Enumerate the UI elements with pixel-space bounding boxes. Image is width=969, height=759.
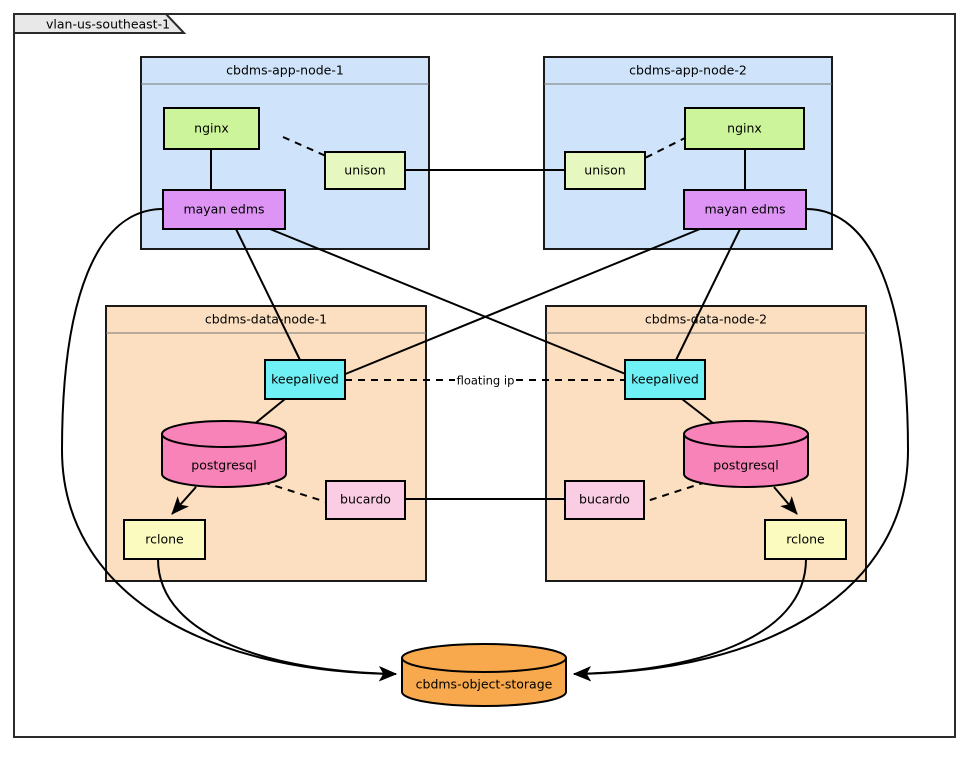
node-unison-1[interactable]: unison: [324, 151, 406, 190]
group-title-app-node-2: cbdms-app-node-2: [629, 63, 747, 78]
floating-ip-label-bg: [459, 371, 512, 389]
node-object-storage[interactable]: cbdms-object-storage: [401, 643, 567, 707]
node-label-mayan-edms-2: mayan edms: [704, 202, 785, 217]
node-label-rclone-1: rclone: [145, 532, 184, 547]
node-mayan-edms-2[interactable]: mayan edms: [683, 189, 807, 230]
group-title-app-node-1: cbdms-app-node-1: [226, 63, 344, 78]
vlan-frame: vlan-us-southeast-1: [13, 13, 956, 738]
node-unison-2[interactable]: unison: [564, 151, 646, 190]
node-label-nginx-2: nginx: [727, 121, 762, 136]
node-bucardo-2[interactable]: bucardo: [564, 480, 645, 520]
node-label-object-storage: cbdms-object-storage: [416, 677, 553, 692]
group-title-data-node-1: cbdms-data-node-1: [205, 312, 327, 327]
node-nginx-2[interactable]: nginx: [684, 107, 805, 150]
edge-nginx1-unison1: [282, 136, 336, 161]
vlan-frame-tab: [13, 13, 187, 34]
node-rclone-1[interactable]: rclone: [123, 519, 206, 560]
node-label-postgresql-2: postgresql: [713, 458, 778, 473]
node-bucardo-1[interactable]: bucardo: [325, 480, 406, 520]
node-label-keepalived-1: keepalived: [271, 372, 339, 387]
node-mayan-edms-1[interactable]: mayan edms: [162, 189, 286, 230]
edge-postgresql1-bucardo1: [262, 481, 327, 503]
node-nginx-1[interactable]: nginx: [163, 107, 260, 150]
node-keepalived-1[interactable]: keepalived: [264, 359, 346, 400]
edge-mayan1-keepalived2: [269, 228, 629, 376]
edge-mayan2-object-storage: [573, 208, 910, 682]
node-label-unison-2: unison: [584, 163, 625, 178]
node-label-nginx-1: nginx: [194, 121, 229, 136]
node-postgresql-2[interactable]: postgresql: [683, 420, 809, 488]
vlan-frame-label: vlan-us-southeast-1: [46, 17, 170, 32]
node-label-bucardo-2: bucardo: [579, 492, 630, 507]
edge-label-floating-ip: floating ip: [457, 374, 515, 388]
edge-postgresql1-rclone1: [171, 486, 197, 515]
node-label-bucardo-1: bucardo: [340, 492, 391, 507]
node-label-unison-1: unison: [344, 163, 385, 178]
node-label-mayan-edms-1: mayan edms: [183, 202, 264, 217]
edge-postgresql2-rclone2: [773, 486, 798, 515]
group-title-data-node-2: cbdms-data-node-2: [645, 312, 767, 327]
edge-mayan2-keepalived1: [342, 228, 701, 376]
node-label-postgresql-1: postgresql: [191, 458, 256, 473]
node-postgresql-1[interactable]: postgresql: [161, 420, 287, 488]
edge-mayan1-keepalived1: [235, 228, 301, 361]
edge-nginx2-unison2: [640, 136, 688, 161]
node-rclone-2[interactable]: rclone: [764, 519, 847, 560]
edge-mayan2-keepalived2: [675, 228, 741, 361]
node-label-keepalived-2: keepalived: [631, 372, 699, 387]
edge-mayan1-object-storage: [60, 208, 397, 682]
node-keepalived-2[interactable]: keepalived: [624, 359, 706, 400]
node-label-rclone-2: rclone: [786, 532, 825, 547]
edge-postgresql2-bucardo2: [643, 481, 707, 503]
